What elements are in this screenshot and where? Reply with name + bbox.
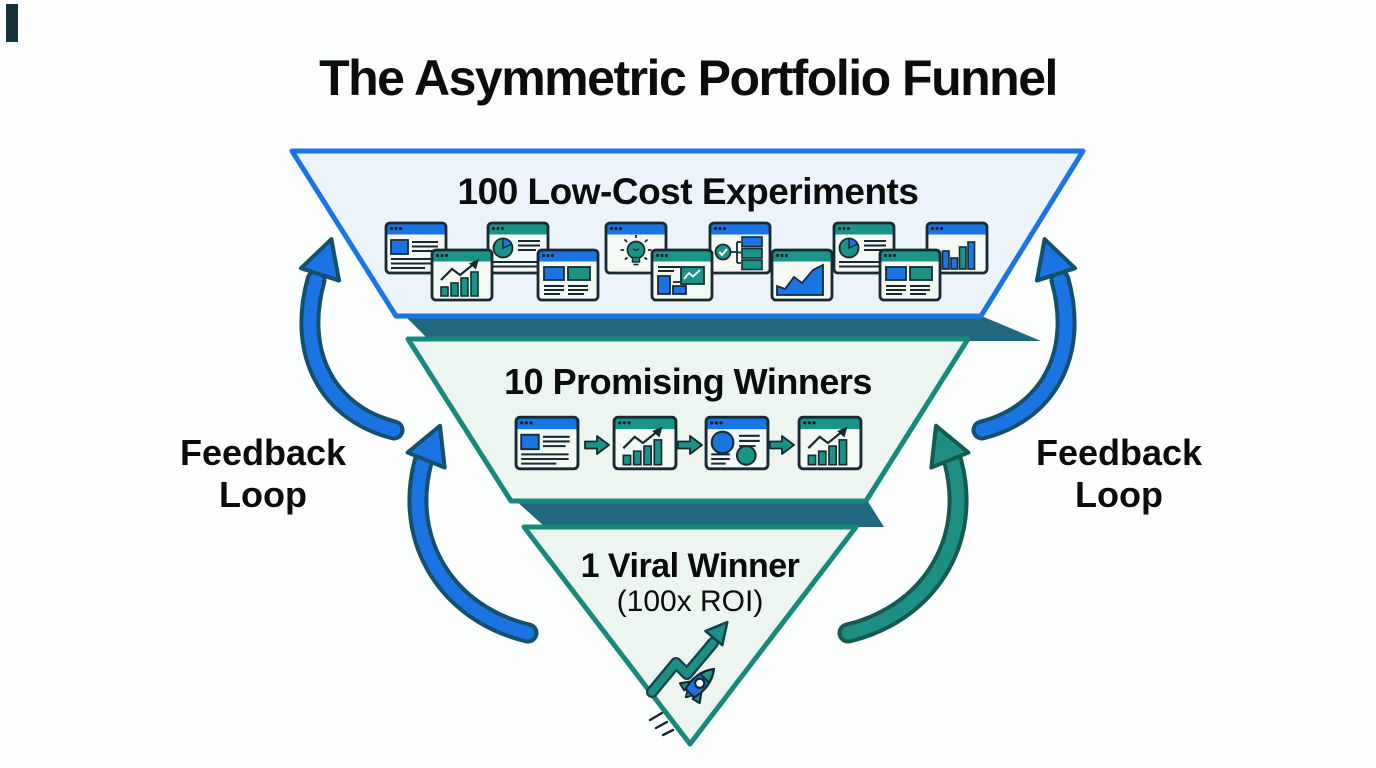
corner-mark [6,4,18,42]
svg-text:Feedback: Feedback [180,432,347,473]
funnel-depth-band-2 [515,500,884,527]
two-panels-teal-window-icon [878,248,942,302]
area-chart-window-icon [770,248,834,302]
funnel-tier-viral: 1 Viral Winner (100x ROI) [521,524,859,747]
funnel-tier-winners: 10 Promising Winners [405,336,971,504]
feedback-arrow-left-lower [405,423,539,644]
svg-text:Feedback: Feedback [1036,432,1203,473]
bar-chart-trend-window-icon [797,415,863,471]
funnel-tier-experiments: 100 Low-Cost Experiments [289,148,1086,319]
rocket-icon [648,667,716,737]
bar-chart-trend-window-icon [612,415,678,471]
doc-text-window-icon [514,415,580,471]
svg-text:Loop: Loop [1075,474,1163,515]
tier2-label: 10 Promising Winners [504,361,872,402]
funnel-depth-band-1 [404,315,1041,341]
feedback-arrow-right-lower [837,423,971,644]
checklist-flow-window-icon [708,221,772,275]
feedback-arrow-right-upper [971,237,1078,441]
circles-report-window-icon [704,415,770,471]
tier3-sublabel: (100x ROI) [617,585,764,618]
feedback-arrow-left-upper [298,237,405,441]
two-panels-window-icon [536,248,600,302]
feedback-label-right: Feedback Loop [1036,432,1203,515]
mini-dashboard-window-icon [650,248,714,302]
svg-text:Loop: Loop [219,474,307,515]
bar-chart-trend-window-icon [430,248,494,302]
tier1-label: 100 Low-Cost Experiments [458,171,919,212]
tier3-label: 1 Viral Winner [581,547,800,585]
growth-arrow-icon [646,620,729,698]
page-title: The Asymmetric Portfolio Funnel [319,50,1057,106]
feedback-label-left: Feedback Loop [180,432,347,515]
